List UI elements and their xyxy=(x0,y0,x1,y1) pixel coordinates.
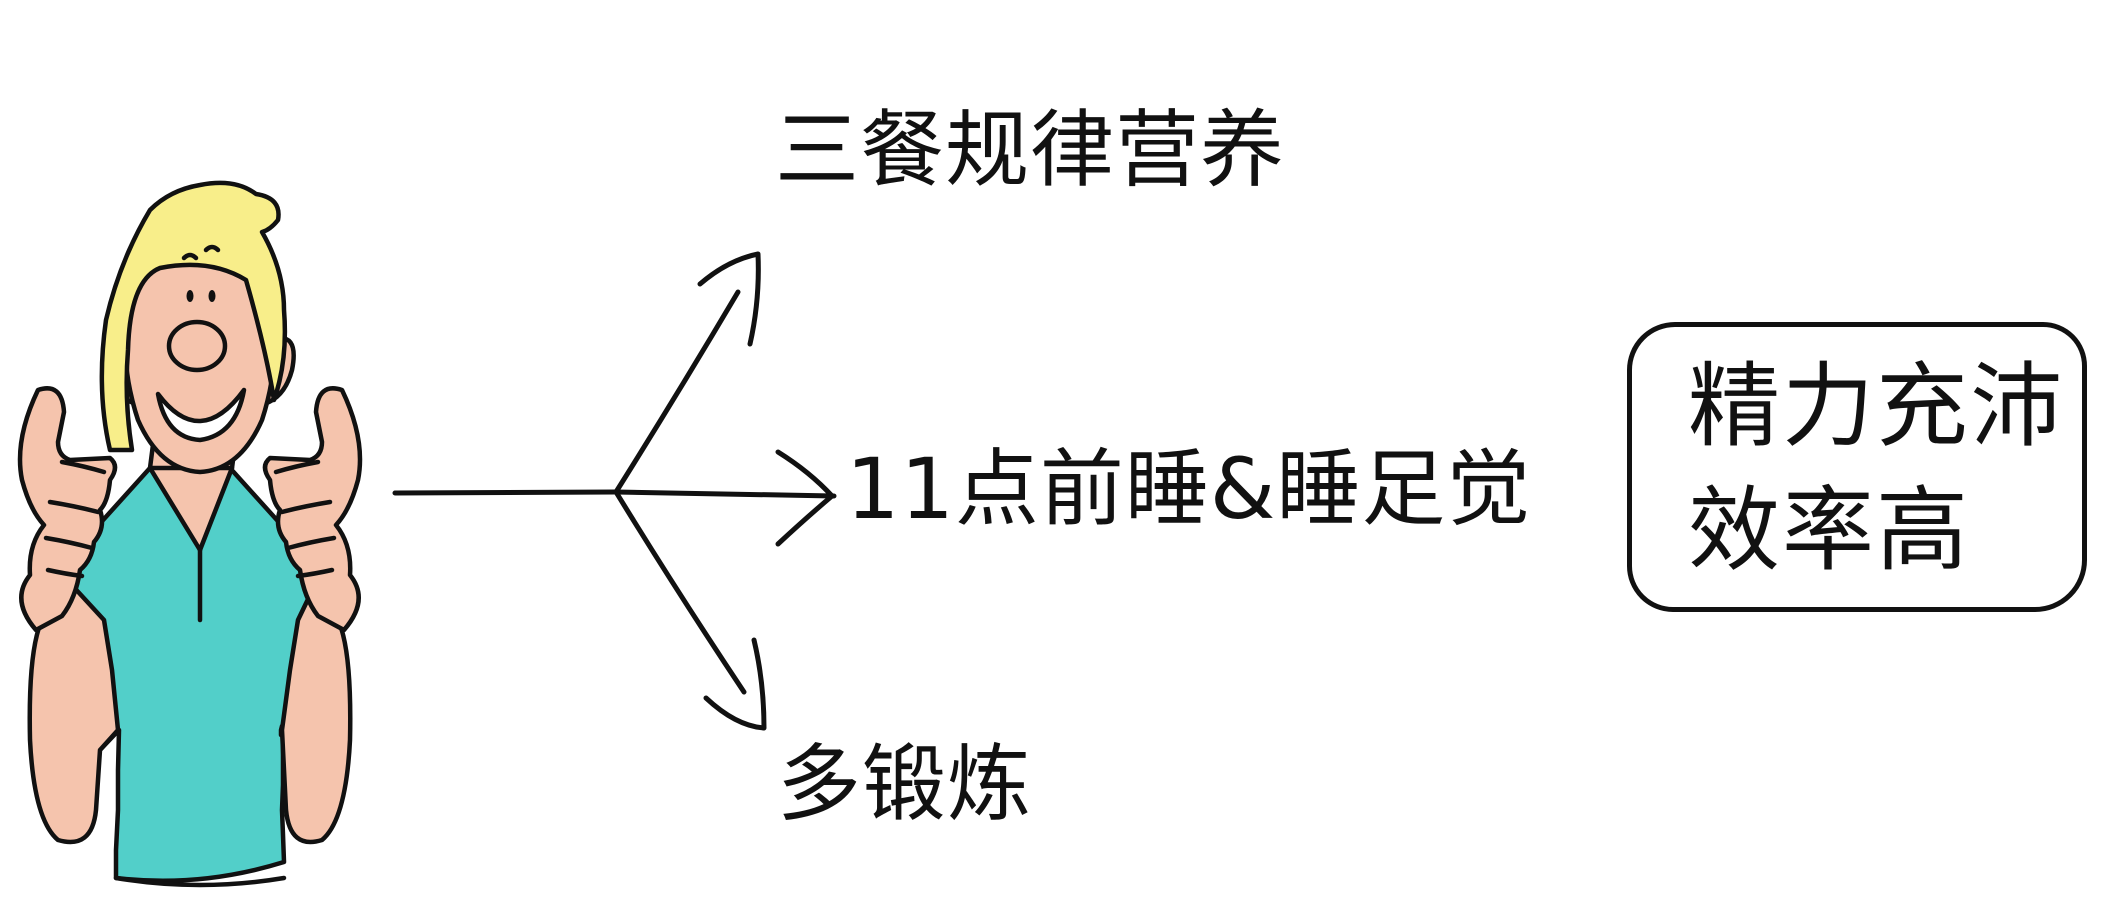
arrow-branch-top xyxy=(613,289,741,495)
result-line-energy: 精力充沛 xyxy=(1688,353,2065,460)
arrow-branch-mid xyxy=(613,489,837,499)
result-line-efficiency: 效率高 xyxy=(1688,477,1971,584)
arrow-head-bot xyxy=(703,637,767,731)
arrow-head-mid xyxy=(775,449,835,547)
thumbs-up-person-icon xyxy=(17,180,363,888)
arrow-branch-bot xyxy=(613,489,747,695)
input-label-sleep: 11点前睡&睡足觉 xyxy=(846,440,1532,538)
input-label-meals: 三餐规律营养 xyxy=(775,101,1286,199)
arrow-trunk xyxy=(392,489,619,496)
arrow-head-top xyxy=(697,251,761,347)
input-label-exercise: 多锻炼 xyxy=(777,735,1033,833)
result-box: 精力充沛 效率高 xyxy=(1627,322,2087,612)
